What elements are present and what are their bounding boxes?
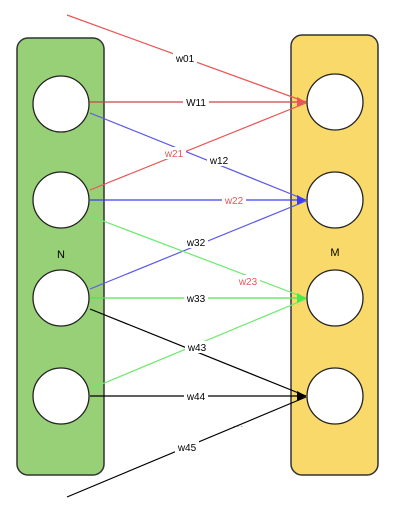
- edge-w12: [89, 112, 307, 201]
- edge-label-w45: w45: [177, 443, 197, 454]
- label-bg: [222, 194, 246, 206]
- layer-m-label: M: [330, 247, 339, 259]
- arrowheads: [297, 97, 306, 401]
- node-m1: [306, 73, 364, 131]
- edge-label-w21: w21: [164, 149, 184, 160]
- label-bg: [183, 96, 209, 108]
- edge-label-w23: w23: [238, 277, 258, 288]
- layer-n-box: [16, 37, 105, 476]
- label-bg: [185, 341, 209, 353]
- label-bg: [236, 275, 260, 287]
- node-n2: [32, 171, 90, 229]
- label-bg: [184, 236, 208, 248]
- arrowhead-m4: [297, 391, 306, 401]
- node-n4: [32, 367, 90, 425]
- arrowhead-m3: [297, 293, 306, 303]
- label-bg: [184, 292, 208, 304]
- label-bg: [162, 147, 186, 159]
- edge-label-w12: w12: [209, 156, 229, 167]
- edge-w21: [89, 102, 307, 191]
- label-bg: [184, 390, 208, 402]
- edge-label-w22: w22: [224, 196, 244, 207]
- edge-label-w43: w43: [187, 343, 207, 354]
- arrowhead-m2: [297, 195, 306, 205]
- edge-label-w44: w44: [186, 392, 206, 403]
- label-bg: [175, 441, 199, 453]
- node-m2: [306, 171, 364, 229]
- node-n3: [32, 269, 90, 327]
- arrowhead-m1: [297, 97, 306, 107]
- label-bg: [173, 52, 197, 64]
- label-bg: [207, 154, 231, 166]
- edge-labels: w01 W11 w21 w12 w22 w32 w23 w33 w43 w44 …: [162, 52, 260, 454]
- edge-label-w11: W11: [186, 98, 206, 109]
- node-n1: [32, 75, 90, 133]
- layer-n-label: N: [57, 249, 65, 261]
- node-m3: [306, 269, 364, 327]
- edge-label-w33: w33: [186, 294, 206, 305]
- layer-m-box: [290, 34, 379, 476]
- node-m4: [306, 367, 364, 425]
- layer-n-nodes: [32, 75, 90, 425]
- edge-label-w32: w32: [186, 238, 206, 249]
- layer-m-nodes: [306, 73, 364, 425]
- edge-w23: [89, 215, 307, 299]
- edge-label-w01: w01: [175, 54, 195, 65]
- stray-mark: - - -: [233, 424, 242, 430]
